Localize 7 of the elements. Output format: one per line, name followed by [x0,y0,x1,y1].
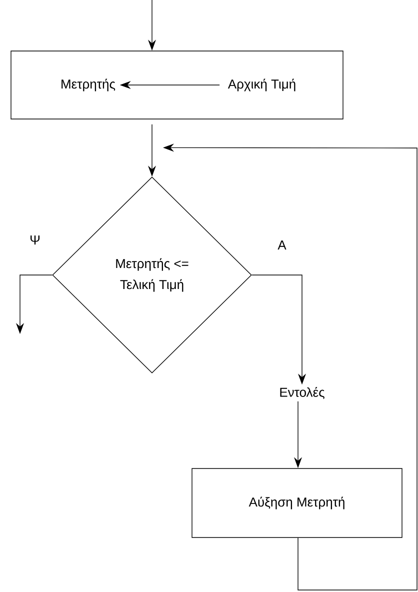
counter-box [10,50,344,120]
box-text: Αρχική Τιμή [228,78,296,92]
edge-label: Α [276,240,288,250]
box-text: Μετρητής [62,78,116,92]
step-text: Εντολές [280,386,324,400]
process-box: Αύξηση Μετρητή [192,468,402,538]
edge-label: Ψ [28,234,42,246]
